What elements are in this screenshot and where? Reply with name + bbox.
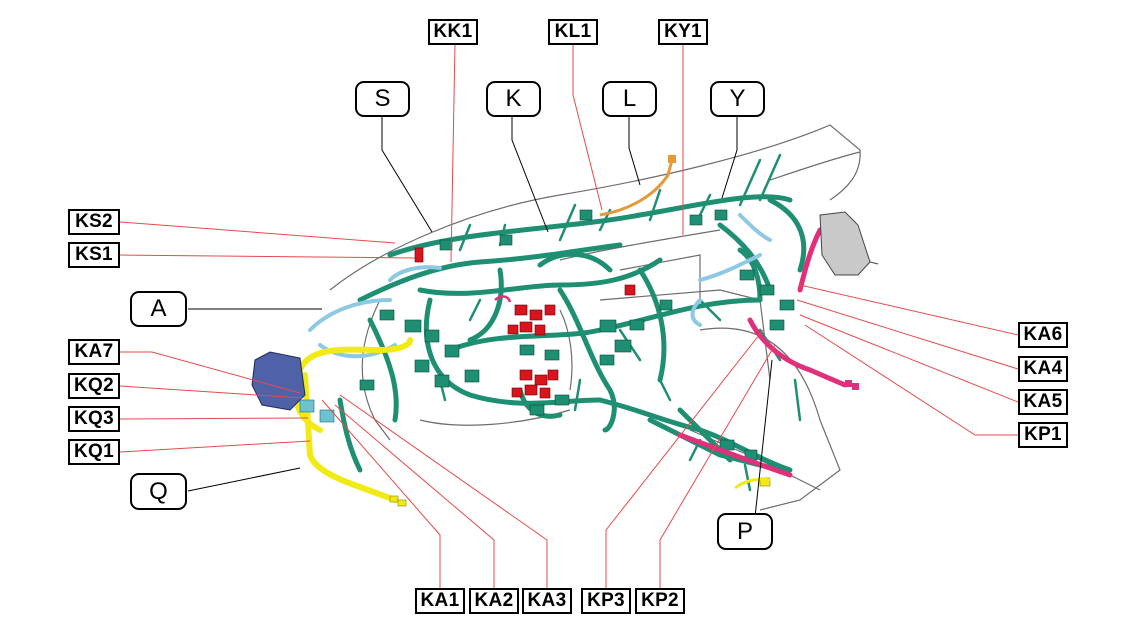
yellow-plugs	[389, 477, 771, 507]
location-p: P	[717, 513, 773, 550]
main-harness	[337, 194, 807, 473]
location-q: Q	[130, 473, 187, 510]
leader-lines-black	[187, 117, 773, 518]
location-l: L	[602, 81, 657, 117]
main-harness-thin	[438, 153, 802, 492]
label-ka2: KA2	[469, 588, 519, 614]
label-ka4: KA4	[1018, 356, 1068, 382]
leader-lines-red	[119, 43, 1019, 588]
label-ks2: KS2	[68, 209, 120, 235]
label-ka1: KA1	[415, 588, 465, 614]
location-s: S	[355, 81, 410, 117]
label-ky1: KY1	[658, 19, 708, 45]
label-kl1: KL1	[548, 19, 598, 45]
label-kq1: KQ1	[68, 439, 120, 465]
connector-blocks	[359, 209, 795, 461]
label-kp1: KP1	[1018, 422, 1068, 448]
location-y: Y	[710, 81, 765, 117]
blue-module	[251, 351, 306, 411]
location-k: K	[486, 81, 541, 117]
label-kp3: KP3	[581, 588, 631, 614]
label-ka3: KA3	[522, 588, 572, 614]
cyan-connectors	[299, 399, 335, 423]
label-ka6: KA6	[1018, 322, 1068, 348]
label-ka7: KA7	[68, 339, 120, 365]
label-kk1: KK1	[428, 19, 478, 45]
yellow-lead-p	[734, 477, 771, 490]
label-ka5: KA5	[1018, 389, 1068, 415]
label-kq2: KQ2	[68, 373, 120, 399]
red-connectors	[414, 247, 636, 399]
gray-junction-block	[819, 211, 871, 276]
label-ks1: KS1	[68, 242, 120, 268]
pink-lead-small	[494, 295, 512, 303]
location-a: A	[130, 291, 187, 327]
label-kp2: KP2	[635, 588, 685, 614]
label-kq3: KQ3	[68, 406, 120, 432]
orange-lead	[599, 159, 674, 217]
